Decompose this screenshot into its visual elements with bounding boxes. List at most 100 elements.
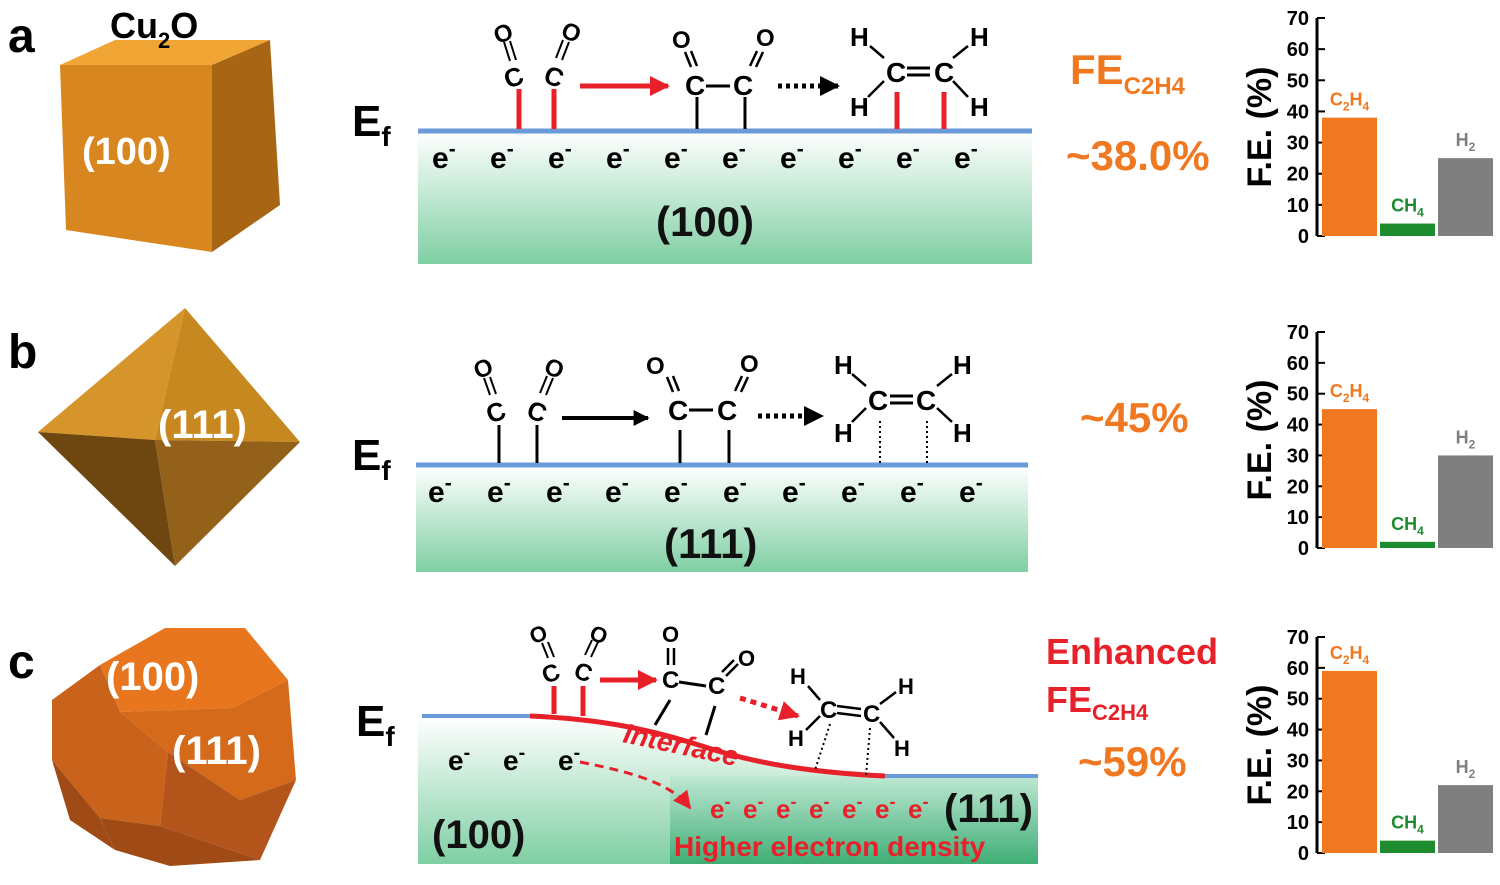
co-molecule: C O <box>540 17 584 129</box>
electron: e- <box>842 792 863 824</box>
electron: e- <box>432 138 456 175</box>
fermi-label: Ef <box>352 431 391 486</box>
electron: e- <box>896 138 920 175</box>
y-tick-label: 30 <box>1287 445 1309 467</box>
bar-label: H2 <box>1456 757 1476 781</box>
electron-flow-arrow <box>579 760 692 810</box>
occo-intermediate: C C O O <box>672 25 775 129</box>
fe-value: ~45% <box>1080 394 1189 441</box>
co-molecule: C O <box>490 18 528 129</box>
svg-text:O: O <box>662 622 679 647</box>
svg-text:C: C <box>717 395 737 426</box>
fermi-label: Ef <box>356 697 395 752</box>
ethylene-molecule: C C H H H H <box>834 350 972 463</box>
left-surface-label: (100) <box>432 813 525 857</box>
svg-text:H: H <box>850 22 869 52</box>
right-surface-label: (111) <box>944 787 1033 831</box>
electron: e- <box>722 138 746 175</box>
svg-text:O: O <box>738 646 755 671</box>
y-axis-label: F.E. (%) <box>1241 67 1279 188</box>
bar-label: CH4 <box>1391 813 1424 837</box>
svg-text:C: C <box>500 60 528 95</box>
electron-row: e-e-e-e-e-e-e-e-e-e- <box>432 138 978 175</box>
interface-line <box>529 713 886 779</box>
svg-text:H: H <box>953 350 972 380</box>
svg-text:C: C <box>668 395 688 426</box>
svg-text:C: C <box>820 697 837 724</box>
fe-label-line2: FEC2H4 <box>1046 679 1149 725</box>
y-axis-label: F.E. (%) <box>1241 380 1279 501</box>
svg-text:C: C <box>662 667 679 694</box>
electron: e- <box>710 792 731 824</box>
panel-letter: b <box>8 326 37 379</box>
bar <box>1438 785 1493 853</box>
svg-text:C: C <box>886 57 906 88</box>
y-tick-label: 10 <box>1287 507 1309 529</box>
svg-text:C: C <box>868 385 888 416</box>
surface-label: (100) <box>656 198 754 245</box>
surface-slab <box>418 132 1032 264</box>
y-tick-label: 0 <box>1298 843 1309 865</box>
electron: e- <box>875 792 896 824</box>
svg-text:H: H <box>953 418 972 448</box>
y-tick-label: 20 <box>1287 781 1309 803</box>
electron: e- <box>782 472 806 509</box>
surface-slab <box>416 466 1028 572</box>
fermi-label: Ef <box>352 97 391 152</box>
electron: e- <box>490 138 514 175</box>
bar <box>1438 455 1493 548</box>
panel-a: a Cu2O (100) Ef e-e-e-e-e-e-e-e-e-e- (10… <box>8 5 1493 264</box>
svg-text:H: H <box>790 664 806 689</box>
electron: e- <box>558 742 580 776</box>
svg-text:H: H <box>898 674 914 699</box>
co-molecule: C O <box>526 620 564 714</box>
y-tick-label: 60 <box>1287 658 1309 680</box>
cu2o-octahedron <box>38 308 300 566</box>
crystal-facet-label: (111) <box>158 403 247 447</box>
electron: e- <box>959 472 983 509</box>
y-tick-label: 0 <box>1298 226 1309 248</box>
electron: e- <box>838 138 862 175</box>
svg-text:C: C <box>733 70 753 101</box>
bar-label: C2H4 <box>1330 381 1370 405</box>
y-tick-label: 20 <box>1287 476 1309 498</box>
bar <box>1438 158 1493 236</box>
bar <box>1380 541 1435 548</box>
electron: e- <box>780 138 804 175</box>
crystal-facet-label: (100) <box>82 131 171 173</box>
bar <box>1380 223 1435 236</box>
electron: e- <box>606 138 630 175</box>
electron: e- <box>776 792 797 824</box>
bar-label: C2H4 <box>1330 643 1370 667</box>
svg-text:H: H <box>970 92 989 122</box>
electron: e- <box>664 472 688 509</box>
svg-text:O: O <box>672 27 691 54</box>
ethylene-molecule: C C H H H H <box>850 22 989 129</box>
surface-slab-right <box>670 776 1038 864</box>
ethylene-molecule: C C H H H H <box>788 664 914 777</box>
fe-value: ~38.0% <box>1066 132 1210 179</box>
electron: e- <box>841 472 865 509</box>
occo-intermediate: C C O O <box>646 351 759 463</box>
y-tick-label: 50 <box>1287 384 1309 406</box>
crystal-facet-label: (111) <box>172 729 261 773</box>
y-tick-label: 10 <box>1287 812 1309 834</box>
svg-text:O: O <box>740 351 759 378</box>
y-tick-label: 0 <box>1298 538 1309 560</box>
electron: e- <box>664 138 688 175</box>
panel-b: b (111) Ef e-e-e-e-e-e-e-e-e-e- (111) C … <box>8 308 1493 572</box>
y-tick-label: 60 <box>1287 353 1309 375</box>
bar-label: H2 <box>1456 130 1476 154</box>
svg-text:H: H <box>788 726 804 751</box>
svg-text:H: H <box>834 418 853 448</box>
surface-label: (111) <box>664 520 757 567</box>
svg-text:O: O <box>490 18 517 50</box>
panel-letter: c <box>8 636 35 689</box>
svg-text:C: C <box>916 385 936 416</box>
bar-label: CH4 <box>1391 196 1424 220</box>
electron: e- <box>448 742 470 776</box>
y-tick-label: 60 <box>1287 39 1309 61</box>
bar <box>1322 409 1377 548</box>
